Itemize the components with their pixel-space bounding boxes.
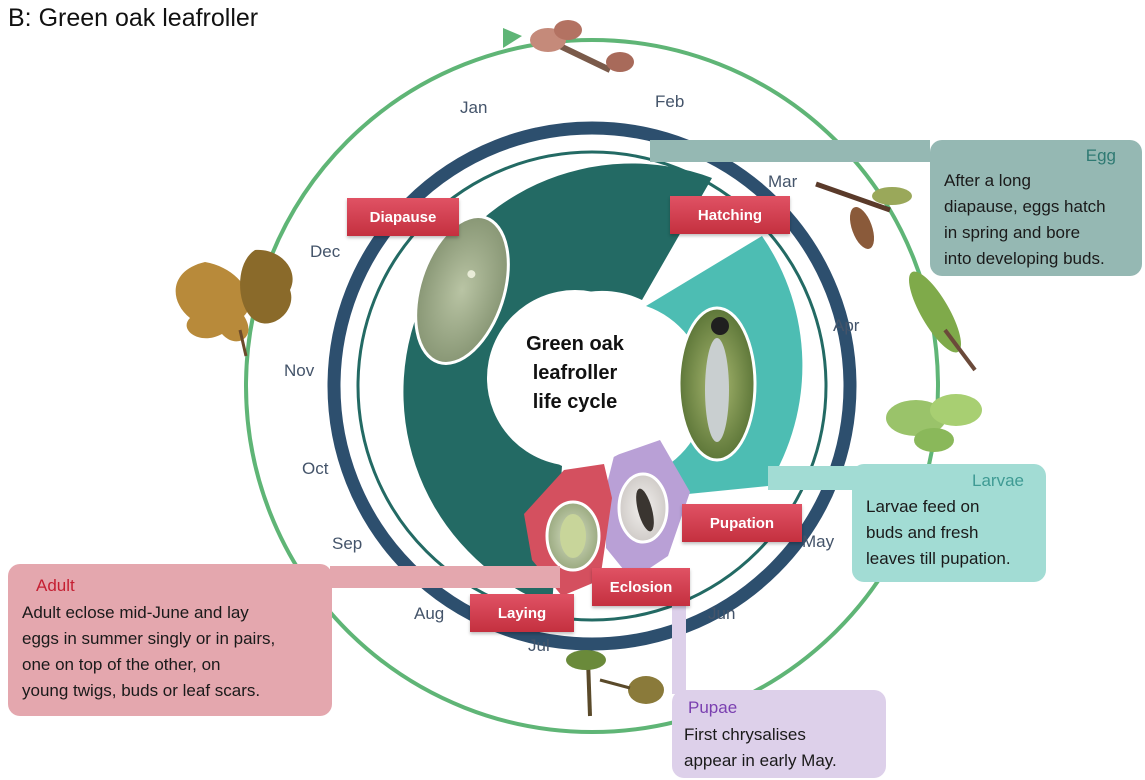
larvae-box-line-2: buds and fresh xyxy=(866,520,1038,546)
pupa-photo xyxy=(619,474,667,542)
egg-box-line-1: After a long xyxy=(944,168,1132,194)
month-apr: Apr xyxy=(833,316,859,336)
month-mar: Mar xyxy=(768,172,797,192)
oak-leaves-illustration xyxy=(176,250,293,356)
pupae-info-box: Pupae First chrysalises appear in early … xyxy=(672,690,886,778)
month-oct: Oct xyxy=(302,459,328,479)
adult-box-line-4: young twigs, buds or leaf scars. xyxy=(22,678,324,704)
larvae-box-title: Larvae xyxy=(866,468,1038,494)
larva-photo xyxy=(679,308,755,460)
egg-box-line-3: in spring and bore xyxy=(944,220,1132,246)
month-jun: Jun xyxy=(708,604,735,624)
stage-laying: Laying xyxy=(470,594,574,632)
stage-diapause: Diapause xyxy=(347,198,459,236)
month-dec: Dec xyxy=(310,242,340,262)
pupae-connector xyxy=(672,604,686,694)
month-feb: Feb xyxy=(655,92,684,112)
larvae-box-line-1: Larvae feed on xyxy=(866,494,1038,520)
center-title-line-3: life cycle xyxy=(500,388,650,417)
larvae-info-box: Larvae Larvae feed on buds and fresh lea… xyxy=(852,464,1046,582)
adult-connector xyxy=(330,566,560,588)
young-leaves-illustration xyxy=(886,394,982,452)
swelling-bud-illustration xyxy=(816,184,912,252)
month-jan: Jan xyxy=(460,98,487,118)
larvae-connector xyxy=(768,466,858,490)
winter-bud-illustration xyxy=(530,20,634,72)
pupae-box-line-1: First chrysalises xyxy=(684,722,878,748)
adult-box-line-1: Adult eclose mid-June and lay xyxy=(22,600,324,626)
egg-box-line-4: into developing buds. xyxy=(944,246,1132,272)
month-aug: Aug xyxy=(414,604,444,624)
egg-box-line-2: diapause, eggs hatch xyxy=(944,194,1132,220)
moth-photo xyxy=(547,502,599,570)
egg-info-box: Egg After a long diapause, eggs hatch in… xyxy=(930,140,1142,276)
adult-info-box: Adult Adult eclose mid-June and lay eggs… xyxy=(8,564,332,716)
pupae-box-title: Pupae xyxy=(684,694,878,722)
month-sep: Sep xyxy=(332,534,362,554)
center-title-line-2: leafroller xyxy=(500,359,650,388)
center-title-line-1: Green oak xyxy=(500,330,650,359)
adult-box-line-2: eggs in summer singly or in pairs, xyxy=(22,626,324,652)
stage-eclosion: Eclosion xyxy=(592,568,690,606)
cycle-arrow-head xyxy=(503,28,522,48)
stage-pupation: Pupation xyxy=(682,504,802,542)
month-nov: Nov xyxy=(284,361,314,381)
adult-box-line-3: one on top of the other, on xyxy=(22,652,324,678)
panel-title: B: Green oak leafroller xyxy=(8,4,258,33)
egg-box-title: Egg xyxy=(944,144,1132,168)
pupae-box-line-2: appear in early May. xyxy=(684,748,878,774)
larvae-box-line-3: leaves till pupation. xyxy=(866,546,1038,572)
twig-acorn-illustration xyxy=(566,650,664,716)
month-may: May xyxy=(802,532,834,552)
month-jul: Jul xyxy=(528,636,550,656)
center-title: Green oak leafroller life cycle xyxy=(500,330,650,417)
adult-box-title: Adult xyxy=(22,572,324,600)
egg-connector xyxy=(650,140,930,162)
stage-hatching: Hatching xyxy=(670,196,790,234)
